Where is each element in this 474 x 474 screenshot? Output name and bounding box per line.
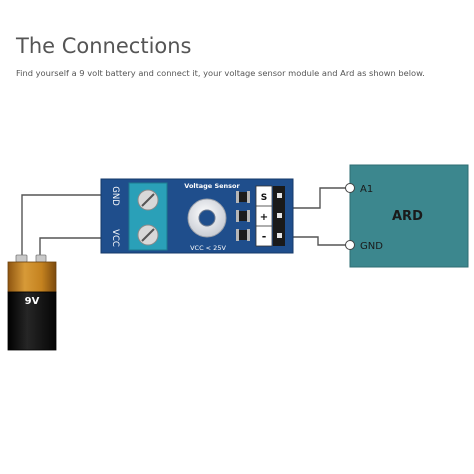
- screw-terminal-gnd: [137, 189, 159, 211]
- page-title: The Connections: [16, 34, 192, 58]
- header-pin-plus: [277, 213, 282, 218]
- screw-terminal-vcc: [137, 224, 159, 246]
- battery-label: 9V: [25, 296, 40, 307]
- battery-terminal-left: [15, 254, 28, 263]
- battery-9v: 9V: [7, 254, 57, 351]
- header-pins: [273, 186, 285, 246]
- wire-minus-to-gnd: [282, 236, 350, 246]
- voltage-sensor-module: GND VCC Voltage Sensor VCC < 25V: [100, 178, 294, 254]
- arduino-pin-gnd-dot: [345, 240, 355, 250]
- resistor-middle: [236, 211, 250, 221]
- pin-minus-label: -: [262, 230, 267, 243]
- arduino-board: ARD A1 GND: [345, 164, 469, 268]
- wire-signal-to-a1: [282, 187, 350, 209]
- arduino-pin-a1-dot: [345, 183, 355, 193]
- arduino-pin-gnd-label: GND: [360, 241, 383, 252]
- sensor-title: Voltage Sensor: [184, 182, 240, 190]
- terminal-vcc-label: VCC: [110, 229, 120, 247]
- pin-label-box: [255, 185, 273, 247]
- pin-plus-label: +: [260, 212, 268, 223]
- sensor-rating: VCC < 25V: [190, 244, 226, 252]
- battery-body: [7, 291, 57, 351]
- battery-terminal-right: [35, 254, 47, 263]
- instructions-text: Find yourself a 9 volt battery and conne…: [16, 68, 425, 78]
- header-pin-s: [277, 193, 282, 198]
- resistor-bottom: [236, 230, 250, 240]
- battery-top: [7, 261, 57, 293]
- terminal-gnd-label: GND: [110, 186, 120, 206]
- arduino-label: ARD: [392, 209, 423, 224]
- header-pin-minus: [277, 233, 282, 238]
- resistor-top: [236, 192, 250, 202]
- arduino-pin-a1-label: A1: [360, 184, 373, 195]
- pin-s-label: S: [261, 193, 267, 203]
